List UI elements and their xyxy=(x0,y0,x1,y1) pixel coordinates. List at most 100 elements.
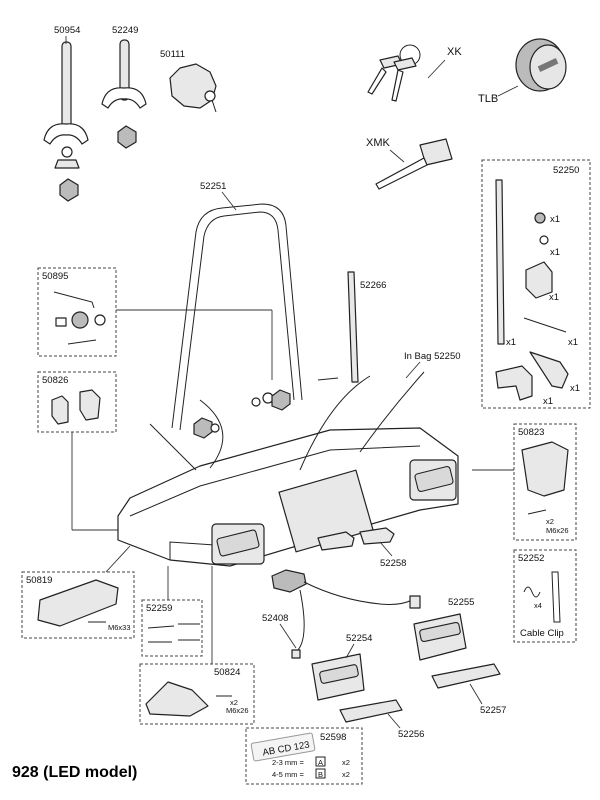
bolt-set-52259 xyxy=(147,623,200,643)
part-number-50824: 50824 xyxy=(214,667,240,678)
kit-box-52250 xyxy=(481,159,591,409)
part-number-52258: 52258 xyxy=(380,558,406,569)
cable-clip-b xyxy=(551,571,561,623)
label-size-b: 4-5 mm = xyxy=(272,770,305,779)
kit-box-50895 xyxy=(37,267,117,357)
arch-washer xyxy=(251,397,261,407)
part-number-52408: 52408 xyxy=(262,613,288,624)
carrier-body xyxy=(117,371,459,567)
part-number-50826: 50826 xyxy=(42,375,68,386)
arch-knob xyxy=(271,389,291,411)
label-xmk: XMK xyxy=(366,137,391,149)
wheel-arm-a xyxy=(199,399,224,469)
part-number-52254: 52254 xyxy=(346,633,372,644)
license-plate: AB CD 123 xyxy=(250,732,316,762)
qty-cable-clip: x4 xyxy=(534,601,542,610)
rail-stub xyxy=(149,423,197,471)
arch-washer-left xyxy=(210,423,220,433)
arm-clamp-52249 xyxy=(101,39,147,149)
pedal xyxy=(317,531,355,551)
part-number-52249: 52249 xyxy=(112,25,138,36)
qty-bolt: x1 xyxy=(568,337,578,348)
kit-box-52598 xyxy=(245,727,363,785)
part-number-52255: 52255 xyxy=(448,597,474,608)
part-number-50895: 50895 xyxy=(42,271,68,282)
wheel-arm-c xyxy=(359,371,425,453)
part-number-50954: 50954 xyxy=(54,25,80,36)
tail-light-52255 xyxy=(413,613,467,661)
part-number-50823: 50823 xyxy=(518,427,544,438)
locking-knob-50111 xyxy=(169,63,217,113)
bolt-50895 xyxy=(67,339,97,345)
washer-52250 xyxy=(539,235,549,245)
end-cap-right xyxy=(79,389,101,421)
end-cover-50824 xyxy=(145,681,209,717)
bracket-52250 xyxy=(525,261,553,299)
kit-box-50824 xyxy=(139,663,255,725)
strap-52250 xyxy=(495,179,505,345)
washer-50895 xyxy=(94,314,106,326)
arm-clamp-50954 xyxy=(43,41,89,202)
key-set-xk xyxy=(367,44,421,102)
cable-clip-a xyxy=(523,586,541,598)
part-number-52266: 52266 xyxy=(360,280,386,291)
qty-size-a: x2 xyxy=(342,758,350,767)
label-m6x26-50824: M6x26 xyxy=(226,706,249,715)
arch-bolt xyxy=(317,377,339,381)
part-number-52252: 52252 xyxy=(518,553,544,564)
holder-52250 xyxy=(529,351,569,389)
label-in-bag: In Bag 52250 xyxy=(404,351,461,362)
label-tlb: TLB xyxy=(478,93,498,105)
qty-screw-50824: x2 xyxy=(230,698,238,707)
label-size-a: 2-3 mm = xyxy=(272,758,305,767)
part-number-52257: 52257 xyxy=(480,705,506,716)
part-number-50111: 50111 xyxy=(160,49,185,60)
part-number-52259: 52259 xyxy=(146,603,172,614)
kit-box-52259 xyxy=(141,599,203,657)
kit-box-52252 xyxy=(513,549,577,643)
arch-knob-left xyxy=(193,417,213,439)
qty-clip: x1 xyxy=(543,396,553,407)
strap-52266 xyxy=(347,271,359,383)
nut-52250 xyxy=(534,212,546,224)
qty-holder: x1 xyxy=(570,383,580,394)
bolt-52250 xyxy=(523,317,567,333)
lock-cylinder-tlb xyxy=(515,38,567,92)
part-number-50819: 50819 xyxy=(26,575,52,586)
qty-strap: x1 xyxy=(506,337,516,348)
lens-cover-52257 xyxy=(431,663,501,689)
label-xk: XK xyxy=(447,46,462,58)
qty-nut: x1 xyxy=(550,214,560,225)
lens-cover-52256 xyxy=(339,699,403,723)
qty-screw-50823: x2 xyxy=(546,517,554,526)
qty-size-b: x2 xyxy=(342,770,350,779)
label-m6x26-50823: M6x26 xyxy=(546,526,569,535)
label-m6x33: M6x33 xyxy=(108,623,131,632)
hex-key xyxy=(53,291,95,309)
kit-box-50819 xyxy=(21,571,135,639)
model-title: 928 (LED model) xyxy=(12,764,138,781)
screw-50823 xyxy=(527,509,547,515)
wheel-arm-b xyxy=(299,375,371,471)
kit-box-50823 xyxy=(513,423,577,541)
label-cable-clip: Cable Clip xyxy=(520,628,564,639)
end-cap-left xyxy=(51,395,69,425)
master-key-xmk xyxy=(375,138,453,190)
kit-box-50826 xyxy=(37,371,117,433)
end-cover-50819 xyxy=(37,579,119,627)
knob-50895 xyxy=(71,311,89,329)
letter-b: B xyxy=(318,770,323,779)
spacer xyxy=(55,317,67,327)
light-housing-50823 xyxy=(521,441,569,497)
clip-52250 xyxy=(495,365,533,401)
qty-washer: x1 xyxy=(550,247,560,258)
wiring-harness-52408 xyxy=(271,569,421,659)
tail-light-52254 xyxy=(311,653,365,701)
part-number-52598: 52598 xyxy=(320,732,346,743)
part-number-52256: 52256 xyxy=(398,729,424,740)
qty-bracket: x1 xyxy=(549,292,559,303)
part-number-52251: 52251 xyxy=(200,181,226,192)
part-number-52250: 52250 xyxy=(553,165,579,176)
foot-pedal-52258 xyxy=(359,527,395,545)
